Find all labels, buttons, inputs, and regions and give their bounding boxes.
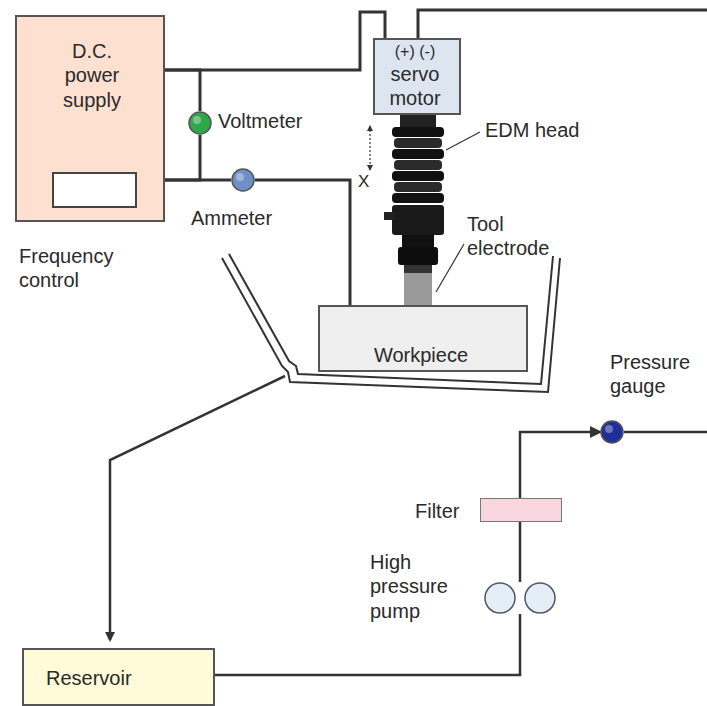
fluid-line (520, 432, 600, 498)
pressure-gauge: Pressure gauge (600, 420, 624, 444)
edm-head (384, 115, 444, 273)
ammeter-circle: Ammeter (231, 168, 255, 192)
voltmeter-circle: Voltmeter (188, 111, 212, 135)
node-text: Voltmeter (218, 109, 302, 133)
node-text: servo motor (375, 62, 455, 111)
ammeter-circle-outline (231, 168, 255, 192)
filter-box: Filter (480, 498, 562, 522)
wire (165, 135, 200, 180)
dielectric-tank (222, 254, 560, 392)
part-label: Tool electrode (467, 212, 577, 261)
node-text: Filter (415, 499, 459, 523)
high-pressure-pump-outline (482, 582, 558, 614)
fluid-line (519, 522, 522, 582)
workpiece-box: Workpiece (318, 305, 528, 372)
node-text: High pressure pump (370, 550, 470, 623)
servo-motor-box: (+) (-)servo motor (373, 38, 461, 115)
negative-wire (418, 10, 707, 38)
part-label: EDM head (485, 118, 580, 142)
frequency-control-box: Frequency control (52, 172, 137, 208)
node-text: D.C. power supply (52, 39, 132, 112)
fluid-line (215, 614, 520, 675)
reservoir-box: Reservoir (22, 648, 215, 706)
node-text: Reservoir (46, 666, 132, 690)
axis-label: X (358, 172, 369, 193)
node-text: Pressure gauge (610, 350, 705, 399)
power-supply-box: D.C. power supplyFrequency control (15, 15, 165, 222)
drain-line (110, 376, 285, 640)
wire (165, 179, 231, 182)
wire (165, 70, 200, 111)
node-text: Frequency control (19, 244, 134, 293)
voltmeter-circle-outline (188, 111, 212, 135)
wire (255, 180, 350, 305)
pressure-gauge-outline (600, 420, 624, 444)
node-text: Workpiece (320, 343, 522, 367)
node-text: (+) (-) (375, 42, 455, 62)
supply-line (624, 431, 707, 434)
wire (165, 12, 385, 70)
feed-arrow (369, 126, 370, 170)
leader-line (446, 132, 480, 150)
high-pressure-pump: High pressure pump (482, 582, 558, 614)
node-text: Ammeter (191, 206, 272, 230)
leader-line (436, 244, 464, 292)
